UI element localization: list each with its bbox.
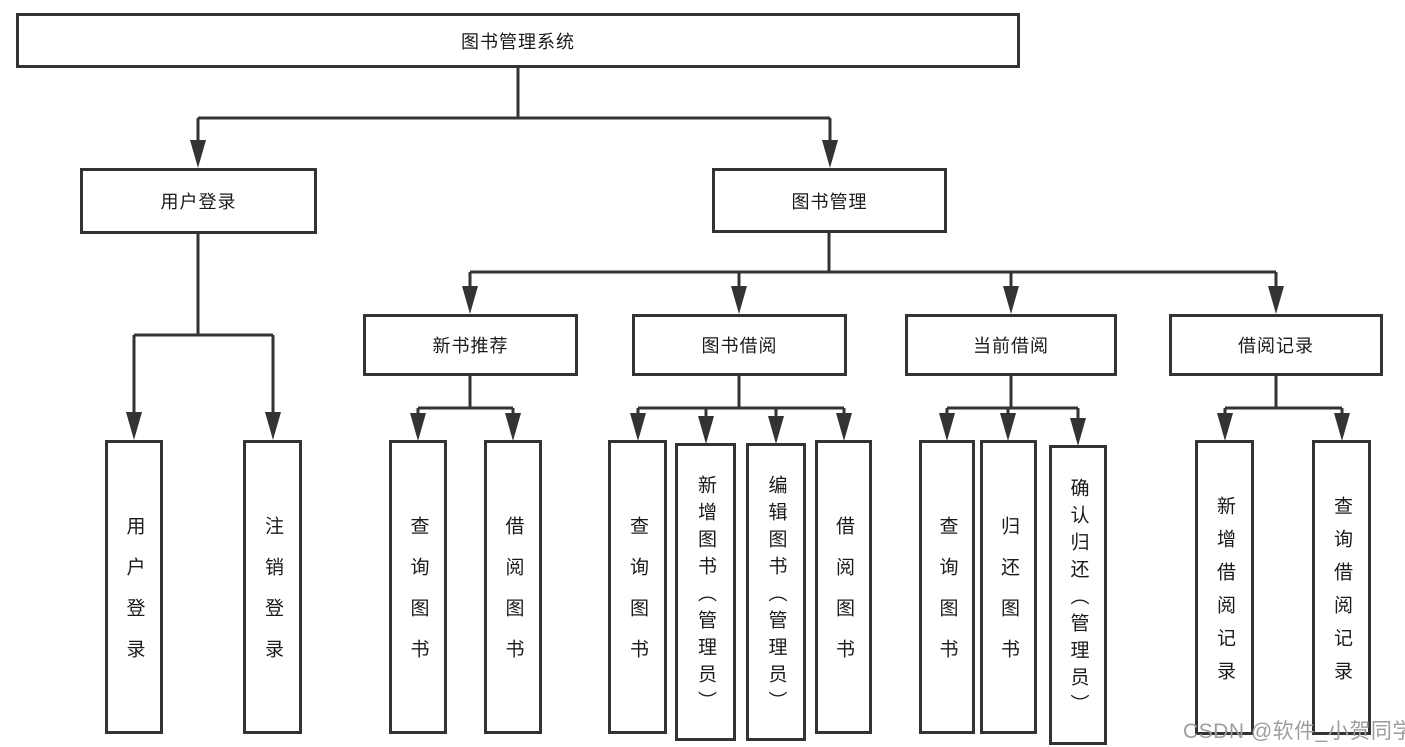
node-library-management-system: 图书管理系统 — [16, 13, 1020, 68]
leaf-search-books-recommend: 查询图书 — [389, 440, 447, 734]
leaf-return-books: 归还图书 — [980, 440, 1037, 734]
leaf-label: 查询借阅记录 — [1331, 495, 1352, 694]
leaf-search-books-current: 查询图书 — [919, 440, 975, 734]
leaf-label: 借阅图书 — [502, 516, 524, 680]
node-book-management: 图书管理 — [712, 168, 947, 233]
leaf-label: 借阅图书 — [833, 516, 854, 680]
leaf-add-books-admin: 新增图书（管理员） — [675, 443, 736, 741]
watermark: CSDN @软件_小贺同学 — [1183, 720, 1405, 743]
leaf-label: 归还图书 — [998, 516, 1019, 680]
leaf-label: 确认归还（管理员） — [1067, 477, 1089, 721]
arrowheads — [126, 140, 1350, 446]
node-current-borrowing: 当前借阅 — [905, 314, 1117, 376]
leaf-label: 编辑图书（管理员） — [765, 474, 787, 718]
node-label: 图书借阅 — [701, 336, 778, 356]
leaf-edit-books-admin: 编辑图书（管理员） — [746, 443, 806, 741]
node-label: 图书管理 — [791, 191, 868, 212]
leaf-label: 注销登录 — [262, 516, 283, 680]
node-borrowing-records: 借阅记录 — [1169, 314, 1383, 376]
node-label: 用户登录 — [160, 192, 237, 212]
leaf-confirm-return-admin: 确认归还（管理员） — [1049, 445, 1107, 745]
leaf-borrow-books-borrowing: 借阅图书 — [815, 440, 872, 734]
node-new-book-recommendation: 新书推荐 — [363, 314, 578, 376]
leaf-label: 新增图书（管理员） — [695, 474, 716, 718]
node-book-borrowing: 图书借阅 — [632, 314, 847, 376]
leaf-add-borrow-record: 新增借阅记录 — [1195, 440, 1254, 735]
leaf-borrow-books-recommend: 借阅图书 — [484, 440, 542, 734]
leaf-logout: 注销登录 — [243, 440, 302, 734]
leaf-user-login: 用户登录 — [105, 440, 163, 734]
leaf-label: 查询图书 — [936, 516, 958, 680]
node-user-login: 用户登录 — [80, 168, 317, 234]
leaf-search-borrow-record: 查询借阅记录 — [1312, 440, 1371, 735]
node-label: 图书管理系统 — [461, 31, 575, 52]
node-label: 当前借阅 — [973, 336, 1049, 356]
leaf-label: 查询图书 — [407, 516, 429, 680]
leaf-label: 新增借阅记录 — [1214, 495, 1235, 694]
leaf-label: 查询图书 — [627, 516, 648, 680]
node-label: 新书推荐 — [432, 336, 509, 356]
leaf-label: 用户登录 — [123, 516, 145, 680]
leaf-search-books-borrowing: 查询图书 — [608, 440, 667, 734]
node-label: 借阅记录 — [1238, 336, 1314, 356]
